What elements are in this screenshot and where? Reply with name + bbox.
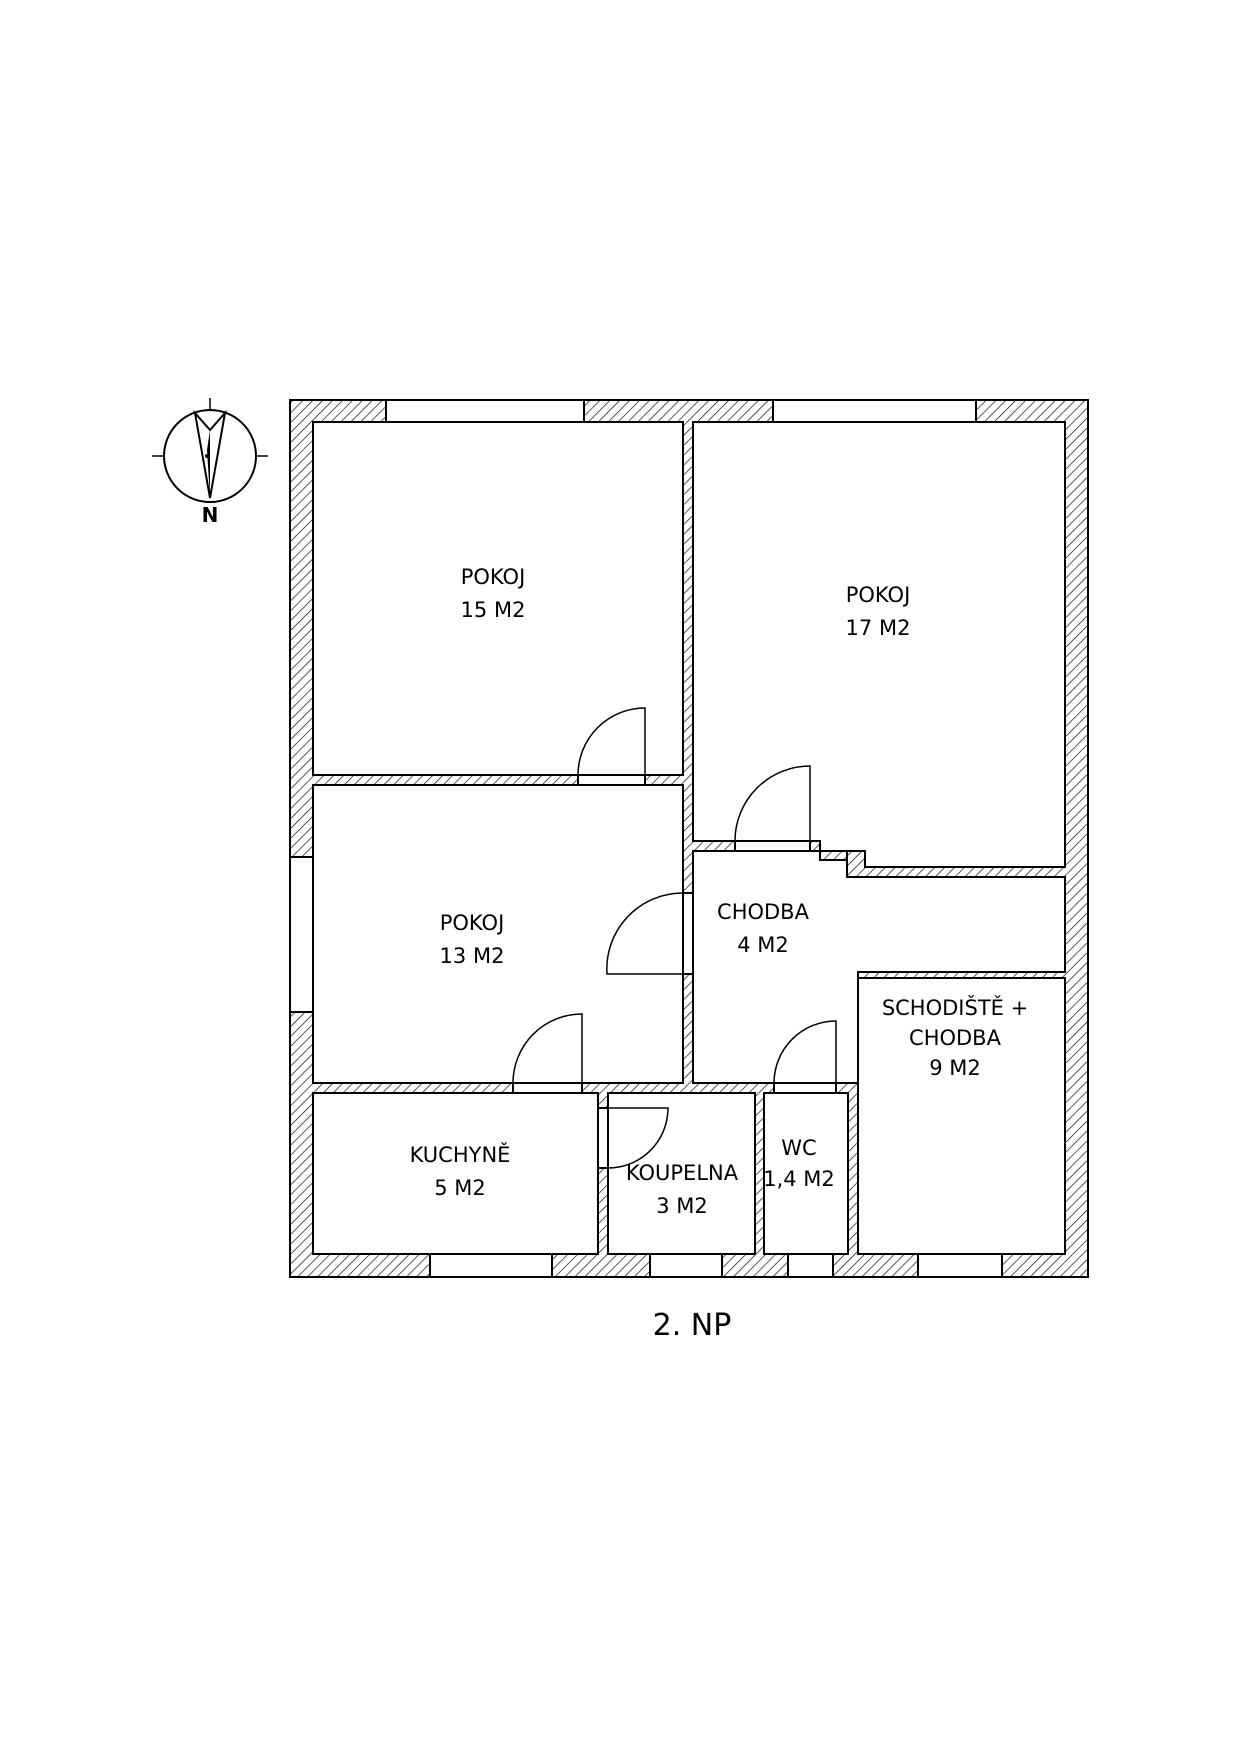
door-swing: [734, 765, 811, 842]
room-name: KUCHYNĚ: [410, 1142, 511, 1167]
door-swing: [512, 1013, 583, 1084]
room-kuchyne: KUCHYNĚ 5 M2: [410, 1142, 511, 1200]
room-name-line2: CHODBA: [909, 1026, 1002, 1050]
window: [917, 1253, 1003, 1278]
walls: [289, 399, 1089, 1278]
window: [289, 856, 314, 1013]
door-swings: [512, 707, 837, 1169]
windows: [289, 399, 1003, 1278]
door-swing: [773, 1020, 837, 1084]
room-area: 5 M2: [434, 1176, 486, 1200]
room-area: 9 M2: [929, 1056, 981, 1080]
room-name: WC: [781, 1136, 816, 1160]
room-koupelna: KOUPELNA 3 M2: [626, 1161, 739, 1218]
room-pokoj-13: POKOJ 13 M2: [440, 911, 505, 968]
room-area: 1,4 M2: [763, 1167, 835, 1191]
window: [649, 1253, 723, 1278]
room-area: 17 M2: [846, 616, 911, 640]
door-openings: [512, 774, 837, 1169]
room-area: 15 M2: [461, 598, 526, 622]
room-chodba: CHODBA 4 M2: [717, 900, 810, 957]
room-labels: POKOJ 15 M2 POKOJ 17 M2 POKOJ 13 M2 CHOD…: [410, 565, 1029, 1218]
room-pokoj-15: POKOJ 15 M2: [461, 565, 526, 622]
compass-icon: N: [152, 398, 268, 527]
door-swing: [606, 892, 684, 975]
room-pokoj-17: POKOJ 17 M2: [846, 583, 911, 640]
window: [772, 399, 977, 423]
room-area: 4 M2: [737, 933, 789, 957]
window: [385, 399, 585, 423]
compass-north-label: N: [202, 503, 219, 527]
window: [429, 1253, 553, 1278]
door-swing: [577, 707, 646, 776]
room-name: CHODBA: [717, 900, 810, 924]
room-area: 3 M2: [656, 1194, 708, 1218]
door-swing: [607, 1107, 669, 1169]
room-area: 13 M2: [440, 944, 505, 968]
floor-title: 2. NP: [653, 1308, 732, 1343]
room-name-line1: SCHODIŠTĚ +: [882, 995, 1028, 1020]
window: [787, 1253, 834, 1278]
room-schodiste-chodba: SCHODIŠTĚ + CHODBA 9 M2: [882, 995, 1028, 1080]
room-name: KOUPELNA: [626, 1161, 739, 1185]
room-name: POKOJ: [846, 583, 911, 607]
room-wc: WC 1,4 M2: [763, 1136, 835, 1191]
room-name: POKOJ: [440, 911, 505, 935]
room-name: POKOJ: [461, 565, 526, 589]
